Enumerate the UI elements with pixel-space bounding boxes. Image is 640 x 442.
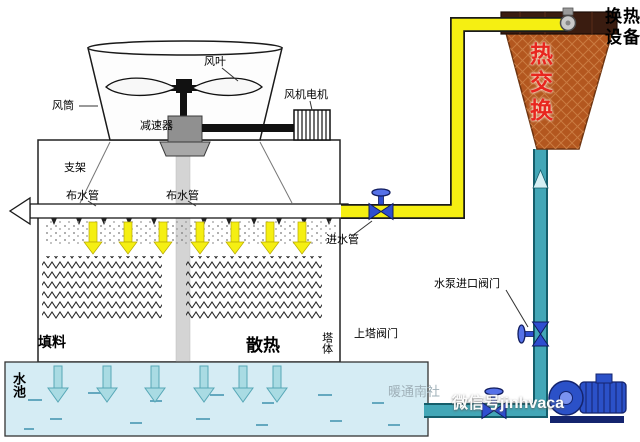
fan-motor-body (293, 109, 331, 141)
upper-tower-valve-label: 上塔阀门 (354, 328, 398, 340)
fill-material-right (186, 256, 322, 320)
motor-coil-hatch (297, 110, 327, 140)
fan-hub (176, 79, 192, 93)
fan-duct-rim (87, 40, 283, 56)
overflow-arrow-left (8, 196, 31, 226)
heat-exchange-label: 热交换 (526, 42, 553, 126)
cold-water-pipe (424, 149, 549, 418)
water-pump (548, 373, 627, 423)
pump-base (550, 416, 624, 423)
pool-label: 水池 (10, 372, 26, 398)
fan-motor-label: 风机电机 (284, 89, 328, 101)
gauge-device (559, 7, 577, 32)
pump-eye (559, 391, 573, 405)
water-pool (4, 361, 429, 437)
heat-exchanger (500, 11, 618, 150)
exchanger-mesh (506, 33, 612, 149)
pool-basin (4, 361, 429, 437)
bracket-braces (79, 141, 293, 204)
inlet-pipe-label: 进水管 (326, 234, 359, 246)
riser-valve (517, 321, 550, 347)
inlet-pipe-valve (368, 188, 394, 221)
fan-duct-label: 风筒 (52, 100, 74, 112)
pump-inlet-valve-label: 水泵进口阀门 (434, 278, 500, 290)
fill-material-left (42, 256, 162, 320)
flow-up-arrow (532, 168, 549, 189)
reducer-label: 减速器 (140, 120, 173, 132)
heat-dissipation-label: 散热 (246, 336, 280, 355)
water-pipe-label-right: 布水管 (166, 190, 199, 202)
cold-water-down-arrows (47, 365, 288, 403)
spray-mist (44, 221, 336, 245)
watermark-wechat: 微信号jinhvaca (452, 395, 565, 412)
pump-motor (579, 381, 627, 414)
motor-link-shaft (202, 124, 294, 132)
watermark-community: 暖通南社 (388, 384, 441, 399)
reducer-gearbox (159, 115, 211, 157)
hot-water-down-arrows (83, 221, 312, 255)
fan-shaft (180, 93, 187, 118)
bracket-label: 支架 (64, 162, 86, 174)
pump-junction-box (595, 373, 613, 384)
cooling-tower (8, 40, 349, 363)
hot-water-pipe (341, 17, 568, 219)
pool-water-dashes (24, 392, 400, 430)
motor-ribs (585, 382, 623, 413)
water-pipe-label-left: 布水管 (66, 190, 99, 202)
leader-lines (79, 67, 529, 328)
fan-blade-label: 风叶 (204, 56, 226, 68)
fan-blade-right (190, 77, 263, 97)
fan-assembly (105, 77, 263, 118)
pump-inlet-valve (481, 387, 507, 420)
fan-blade-left (105, 77, 178, 97)
fill-material-label: 填料 (38, 334, 66, 350)
fan-motor-unit (202, 109, 331, 141)
heat-exchange-equipment-label: 换热设备 (605, 7, 640, 48)
tower-body-label: 塔体 (320, 332, 333, 354)
